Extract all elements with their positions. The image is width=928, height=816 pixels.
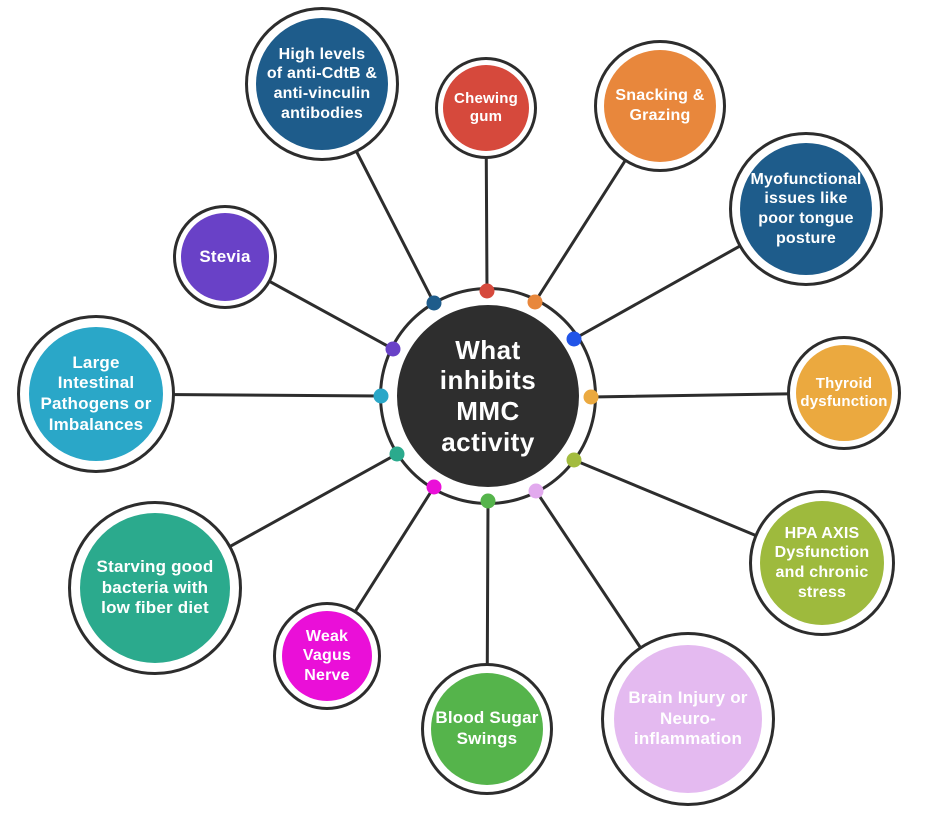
node-label-chewing-gum: Chewing gum: [454, 89, 518, 125]
node-label-high-levels-antibodies: High levels of anti-CdtB & anti-vinculin…: [266, 45, 378, 122]
node-circle-weak-vagus-nerve: Weak Vagus Nerve: [282, 611, 372, 701]
node-thyroid-dysfunction[interactable]: Thyroid dysfunction: [787, 336, 901, 450]
node-starving-good-bacteria[interactable]: Starving good bacteria with low fiber di…: [68, 501, 242, 675]
node-label-starving-good-bacteria: Starving good bacteria with low fiber di…: [96, 556, 214, 618]
node-label-blood-sugar-swings: Blood Sugar Swings: [435, 708, 539, 748]
node-myofunctional-issues[interactable]: Myofunctional issues like poor tongue po…: [729, 132, 883, 286]
node-circle-chewing-gum: Chewing gum: [443, 65, 529, 151]
node-circle-starving-good-bacteria: Starving good bacteria with low fiber di…: [80, 513, 230, 663]
node-circle-large-intestinal-pathogens: Large Intestinal Pathogens or Imbalances: [29, 327, 163, 461]
node-label-stevia: Stevia: [199, 246, 251, 266]
node-hpa-axis-dysfunction[interactable]: HPA AXIS Dysfunction and chronic stress: [749, 490, 895, 636]
node-label-hpa-axis-dysfunction: HPA AXIS Dysfunction and chronic stress: [774, 524, 870, 601]
node-circle-high-levels-antibodies: High levels of anti-CdtB & anti-vinculin…: [256, 18, 388, 150]
node-label-brain-injury-neuroinflammation: Brain Injury or Neuro- inflammation: [628, 687, 748, 749]
node-label-large-intestinal-pathogens: Large Intestinal Pathogens or Imbalances: [40, 352, 152, 434]
node-circle-snacking-grazing: Snacking & Grazing: [604, 50, 716, 162]
node-circle-brain-injury-neuroinflammation: Brain Injury or Neuro- inflammation: [614, 645, 762, 793]
hub-title: What inhibits MMC activity: [439, 334, 537, 457]
hub-node[interactable]: What inhibits MMC activity: [379, 287, 597, 505]
node-label-snacking-grazing: Snacking & Grazing: [615, 87, 705, 124]
node-label-weak-vagus-nerve: Weak Vagus Nerve: [302, 627, 352, 684]
node-circle-thyroid-dysfunction: Thyroid dysfunction: [796, 345, 892, 441]
node-chewing-gum[interactable]: Chewing gum: [435, 57, 537, 159]
node-brain-injury-neuroinflammation[interactable]: Brain Injury or Neuro- inflammation: [601, 632, 775, 806]
node-blood-sugar-swings[interactable]: Blood Sugar Swings: [421, 663, 553, 795]
node-weak-vagus-nerve[interactable]: Weak Vagus Nerve: [273, 602, 381, 710]
node-snacking-grazing[interactable]: Snacking & Grazing: [594, 40, 726, 172]
node-label-thyroid-dysfunction: Thyroid dysfunction: [800, 374, 888, 410]
node-high-levels-antibodies[interactable]: High levels of anti-CdtB & anti-vinculin…: [245, 7, 399, 161]
node-circle-hpa-axis-dysfunction: HPA AXIS Dysfunction and chronic stress: [760, 501, 884, 625]
node-circle-myofunctional-issues: Myofunctional issues like poor tongue po…: [740, 143, 872, 275]
node-large-intestinal-pathogens[interactable]: Large Intestinal Pathogens or Imbalances: [17, 315, 175, 473]
node-circle-stevia: Stevia: [181, 213, 269, 301]
node-stevia[interactable]: Stevia: [173, 205, 277, 309]
node-circle-blood-sugar-swings: Blood Sugar Swings: [431, 673, 543, 785]
hub-circle: What inhibits MMC activity: [397, 305, 579, 487]
node-label-myofunctional-issues: Myofunctional issues like poor tongue po…: [750, 170, 862, 247]
